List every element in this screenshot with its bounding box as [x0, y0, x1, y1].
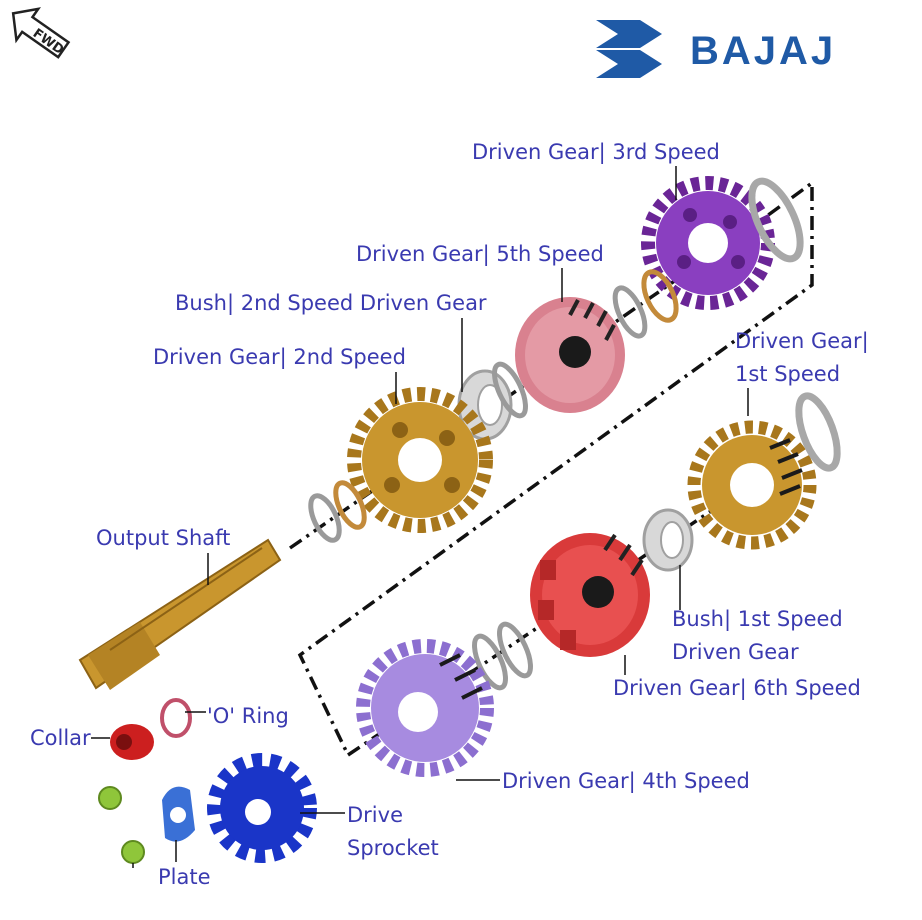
ring-2nd-b — [333, 480, 367, 530]
o-ring — [160, 698, 192, 738]
label-o-ring: 'O' Ring — [207, 704, 289, 728]
label-driven-gear-5th-speed: Driven Gear| 5th Speed — [356, 242, 604, 266]
label-bush-1st-line1: Bush| 1st Speed — [672, 607, 843, 631]
label-output-shaft: Output Shaft — [96, 526, 231, 550]
driven-gear-4th-speed — [356, 639, 494, 777]
ring-2nd-c — [308, 493, 342, 543]
driven-gear-3rd-speed — [641, 176, 775, 310]
driven-gear-2nd-speed — [347, 387, 493, 533]
bajaj-logo: BAJAJ — [596, 20, 836, 78]
thrust-washer-3rd — [748, 177, 804, 263]
ring-6th-a — [497, 621, 533, 679]
ring-5th-a — [641, 269, 679, 323]
output-shaft — [78, 538, 282, 690]
fwd-arrow-icon: FWD — [11, 7, 71, 59]
collar — [110, 724, 154, 760]
label-driven-gear-1st-speed-line1: Driven Gear| — [735, 329, 869, 353]
thrust-washer-1st — [795, 392, 841, 472]
bush-1st-speed-driven-gear — [642, 508, 694, 572]
label-collar: Collar — [30, 726, 91, 750]
driven-gear-1st-speed — [687, 420, 817, 550]
plate — [162, 786, 195, 842]
bajaj-emblem-icon — [596, 20, 662, 78]
label-driven-gear-1st-speed-line2: 1st Speed — [735, 362, 841, 386]
label-driven-gear-6th-speed: Driven Gear| 6th Speed — [613, 676, 861, 700]
label-driven-gear-2nd-speed: Driven Gear| 2nd Speed — [153, 345, 406, 369]
driven-gear-6th-speed — [530, 533, 650, 657]
label-drive-sprocket-line2: Sprocket — [347, 836, 439, 860]
label-bush-2nd-speed-driven-gear: Bush| 2nd Speed Driven Gear — [175, 291, 487, 315]
drive-sprocket — [207, 753, 317, 863]
driven-gear-5th-speed — [515, 297, 625, 413]
bolts — [98, 786, 145, 864]
label-driven-gear-3rd-speed: Driven Gear| 3rd Speed — [472, 140, 720, 164]
label-driven-gear-4th-speed: Driven Gear| 4th Speed — [502, 769, 750, 793]
ring-5th-b — [612, 285, 648, 339]
ring-2nd-a — [492, 361, 528, 419]
label-bush-1st-line2: Driven Gear — [672, 640, 799, 664]
brand-name: BAJAJ — [690, 29, 836, 73]
ring-6th-b — [472, 633, 508, 691]
label-drive-sprocket-line1: Drive — [347, 803, 403, 827]
label-plate: Plate — [158, 865, 211, 889]
leader-lines — [91, 166, 749, 868]
